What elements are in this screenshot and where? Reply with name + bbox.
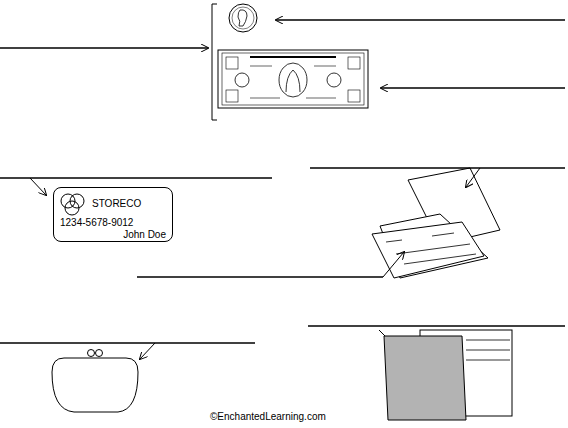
bill-detail (250, 98, 280, 99)
purse-body (52, 358, 138, 412)
wallet-slot (466, 350, 510, 351)
bill-detail (314, 66, 336, 67)
bracket (212, 4, 217, 120)
bill-detail (250, 66, 272, 67)
dollar-bill (218, 50, 368, 108)
bill-corner (226, 57, 238, 69)
card-text: 1234-5678-9012 (60, 218, 133, 228)
bill-seal (235, 73, 249, 87)
bill-portrait-frame (279, 63, 307, 97)
wallet-front (384, 336, 466, 420)
answer-line (310, 167, 565, 169)
answer-line (0, 47, 208, 49)
answer-line (0, 177, 272, 179)
wallet-slot (466, 340, 510, 341)
bill-detail (306, 98, 336, 99)
leader-line (140, 343, 155, 359)
bill-portrait (286, 70, 300, 92)
answer-line (137, 276, 383, 278)
card-text: STORECO (92, 199, 141, 209)
bill-corner (348, 57, 360, 69)
wallet (384, 330, 512, 420)
bill-seal (327, 73, 341, 87)
bill-outline (218, 50, 368, 108)
answer-line (381, 87, 565, 89)
card-logo (58, 192, 88, 216)
checkbook (372, 168, 500, 278)
purse-clasp (96, 350, 103, 357)
check-line (396, 244, 470, 254)
wallet-slot (466, 360, 510, 361)
copyright-note: ©EnchantedLearning.com (210, 412, 326, 422)
credit-card: STORECO 1234-5678-9012John Doe (53, 187, 173, 242)
answer-line (0, 342, 255, 344)
penny (229, 4, 257, 32)
check-line (386, 240, 402, 242)
check-slip (372, 222, 484, 278)
bill-corner (348, 90, 360, 102)
check-line (432, 233, 454, 236)
coin-inner (232, 7, 254, 29)
check-line (404, 254, 476, 264)
card-text: John Doe (123, 230, 166, 240)
logo-ring (65, 201, 79, 215)
coin-rim (229, 4, 257, 32)
answer-line (276, 19, 565, 21)
answer-line (308, 325, 565, 327)
coin-profile (238, 10, 247, 26)
leader-line (466, 168, 480, 187)
leader-line (383, 252, 404, 277)
purse-clasp (88, 350, 95, 357)
bill-banner (250, 56, 336, 58)
coin-purse (52, 350, 138, 413)
leader-line (30, 178, 46, 195)
bill-border (222, 53, 364, 105)
bill-corner (226, 90, 238, 102)
